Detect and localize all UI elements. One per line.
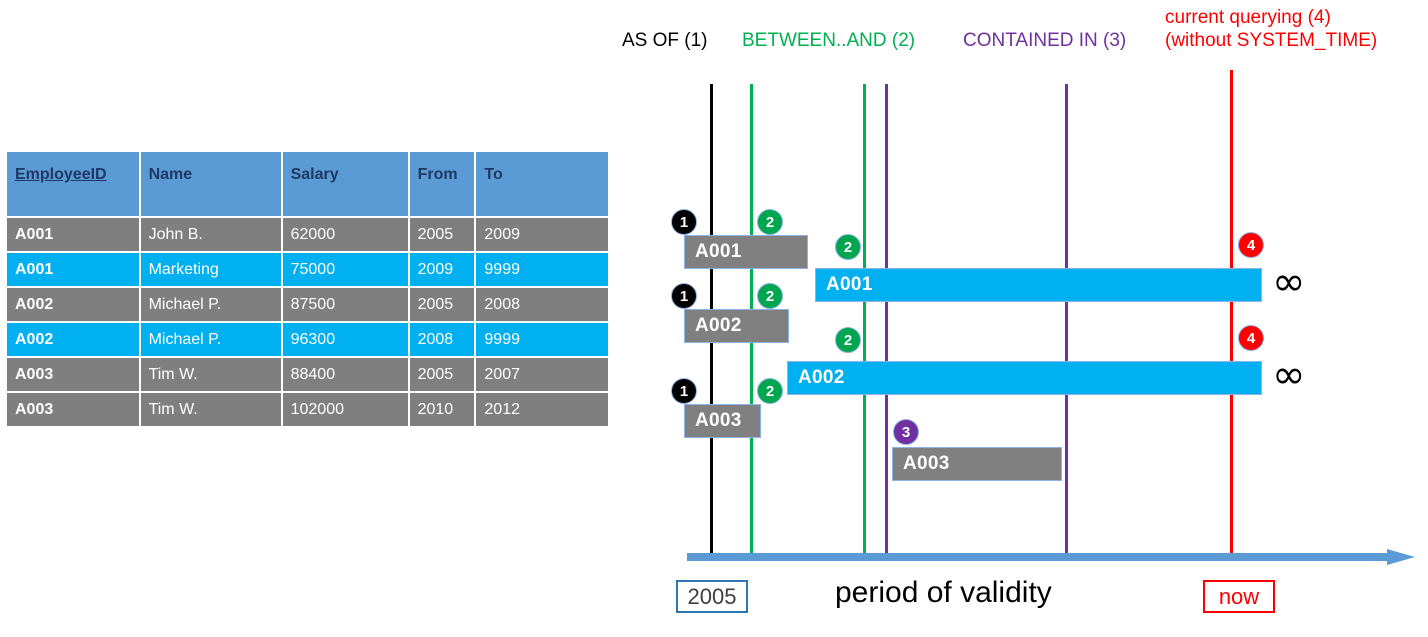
- infinity-icon-a001: ∞: [1272, 259, 1306, 305]
- badge-3-row6: 3: [893, 419, 919, 445]
- timeline-bar-a001-current: A001: [815, 268, 1262, 302]
- cell-from: 2008: [409, 323, 475, 356]
- marker-line-contained-start: [885, 84, 888, 558]
- cell-employeeid: A001: [7, 253, 139, 286]
- cell-to: 9999: [476, 253, 608, 286]
- time-axis-arrow-icon: [687, 549, 1415, 565]
- timeline-bar-a001-historical: A001: [684, 235, 808, 269]
- badge-2-row5: 2: [757, 378, 783, 404]
- column-header-employeeid-label: EmployeeID: [15, 166, 107, 183]
- cell-salary: 96300: [282, 323, 408, 356]
- table-row[interactable]: A003 Tim W. 88400 2005 2007: [7, 358, 608, 391]
- cell-salary: 75000: [282, 253, 408, 286]
- table-row[interactable]: A002 Michael P. 87500 2005 2008: [7, 288, 608, 321]
- table-body: A001 John B. 62000 2005 2009 A001 Market…: [7, 218, 608, 426]
- timeline-bar-a002-historical: A002: [684, 309, 789, 343]
- marker-line-now: [1230, 70, 1233, 558]
- column-header-to[interactable]: To: [476, 152, 608, 216]
- cell-salary: 87500: [282, 288, 408, 321]
- cell-to: 2012: [476, 393, 608, 426]
- table-header-row: EmployeeID Name Salary From To: [7, 152, 608, 216]
- column-header-from[interactable]: From: [409, 152, 475, 216]
- marker-line-contained-end: [1065, 84, 1068, 558]
- badge-1-row5: 1: [671, 378, 697, 404]
- cell-name: Michael P.: [140, 323, 281, 356]
- table-row[interactable]: A001 Marketing 75000 2009 9999: [7, 253, 608, 286]
- axis-caption: period of validity: [835, 576, 1052, 609]
- timeline-bar-a003-historical: A003: [684, 404, 761, 438]
- column-header-salary[interactable]: Salary: [282, 152, 408, 216]
- legend-current-querying: current querying (4) (without SYSTEM_TIM…: [1165, 6, 1377, 52]
- cell-name: Michael P.: [140, 288, 281, 321]
- cell-from: 2005: [409, 288, 475, 321]
- cell-name: John B.: [140, 218, 281, 251]
- cell-employeeid: A002: [7, 288, 139, 321]
- cell-name: Tim W.: [140, 358, 281, 391]
- infinity-icon-a002: ∞: [1272, 352, 1306, 398]
- column-header-to-label: To: [484, 166, 503, 183]
- marker-line-between-end: [863, 84, 866, 558]
- badge-4-row2: 4: [1238, 232, 1264, 258]
- cell-to: 2007: [476, 358, 608, 391]
- table-row[interactable]: A002 Michael P. 96300 2008 9999: [7, 323, 608, 356]
- cell-to: 2008: [476, 288, 608, 321]
- employee-table: EmployeeID Name Salary From To A001 John…: [5, 150, 610, 428]
- axis-end-label: now: [1203, 580, 1275, 613]
- legend-current-querying-line1: current querying (4): [1165, 7, 1331, 28]
- axis-start-label: 2005: [676, 580, 748, 613]
- cell-to: 2009: [476, 218, 608, 251]
- legend-as-of: AS OF (1): [622, 30, 708, 51]
- badge-2-row3: 2: [757, 283, 783, 309]
- marker-line-as-of: [710, 84, 713, 558]
- column-header-salary-label: Salary: [290, 166, 339, 183]
- badge-2-row1: 2: [757, 209, 783, 235]
- cell-name: Marketing: [140, 253, 281, 286]
- legend-contained-in: CONTAINED IN (3): [963, 30, 1127, 51]
- cell-from: 2009: [409, 253, 475, 286]
- badge-1-row3: 1: [671, 283, 697, 309]
- cell-from: 2005: [409, 358, 475, 391]
- cell-salary: 62000: [282, 218, 408, 251]
- timeline-bar-a002-current: A002: [787, 361, 1262, 395]
- cell-employeeid: A002: [7, 323, 139, 356]
- cell-from: 2005: [409, 218, 475, 251]
- cell-employeeid: A003: [7, 358, 139, 391]
- cell-employeeid: A003: [7, 393, 139, 426]
- badge-2-row2: 2: [835, 234, 861, 260]
- cell-name: Tim W.: [140, 393, 281, 426]
- table-row[interactable]: A001 John B. 62000 2005 2009: [7, 218, 608, 251]
- badge-2-row4: 2: [835, 327, 861, 353]
- badge-4-row4: 4: [1238, 325, 1264, 351]
- timeline-bar-a003-second: A003: [892, 447, 1062, 481]
- badge-1-row1: 1: [671, 209, 697, 235]
- cell-from: 2010: [409, 393, 475, 426]
- legend-between-and: BETWEEN..AND (2): [742, 30, 916, 51]
- table-row[interactable]: A003 Tim W. 102000 2010 2012: [7, 393, 608, 426]
- column-header-from-label: From: [417, 166, 458, 183]
- cell-salary: 102000: [282, 393, 408, 426]
- cell-employeeid: A001: [7, 218, 139, 251]
- column-header-name[interactable]: Name: [140, 152, 281, 216]
- table-header: EmployeeID Name Salary From To: [7, 152, 608, 216]
- column-header-name-label: Name: [148, 166, 193, 183]
- cell-salary: 88400: [282, 358, 408, 391]
- cell-to: 9999: [476, 323, 608, 356]
- column-header-employeeid[interactable]: EmployeeID: [7, 152, 139, 216]
- marker-line-between-start: [750, 84, 753, 558]
- legend-current-querying-line2: (without SYSTEM_TIME): [1165, 30, 1378, 52]
